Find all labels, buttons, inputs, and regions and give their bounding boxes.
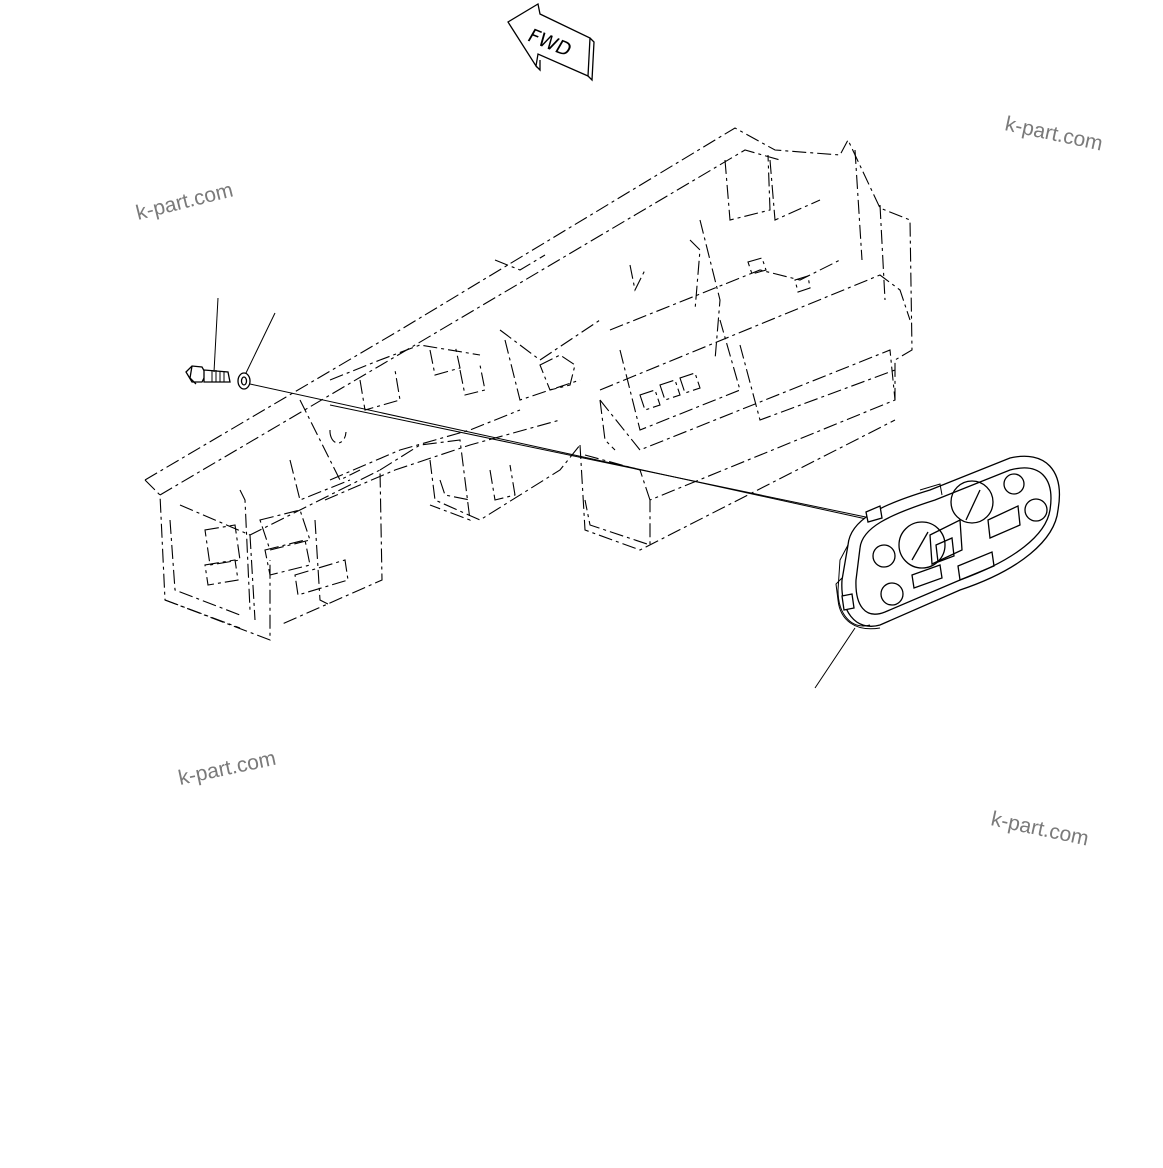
dashboard-frame <box>144 127 913 641</box>
watermark: k-part.com <box>176 747 278 790</box>
fwd-label: FWD <box>523 24 576 61</box>
watermark: k-part.com <box>989 807 1091 850</box>
bolt <box>185 365 231 385</box>
instrument-cluster <box>835 455 1060 630</box>
washer <box>237 372 251 390</box>
watermark: k-part.com <box>134 179 236 225</box>
leader-lines <box>213 297 881 689</box>
fwd-arrow: FWD <box>507 2 595 82</box>
watermark: k-part.com <box>1003 112 1105 155</box>
